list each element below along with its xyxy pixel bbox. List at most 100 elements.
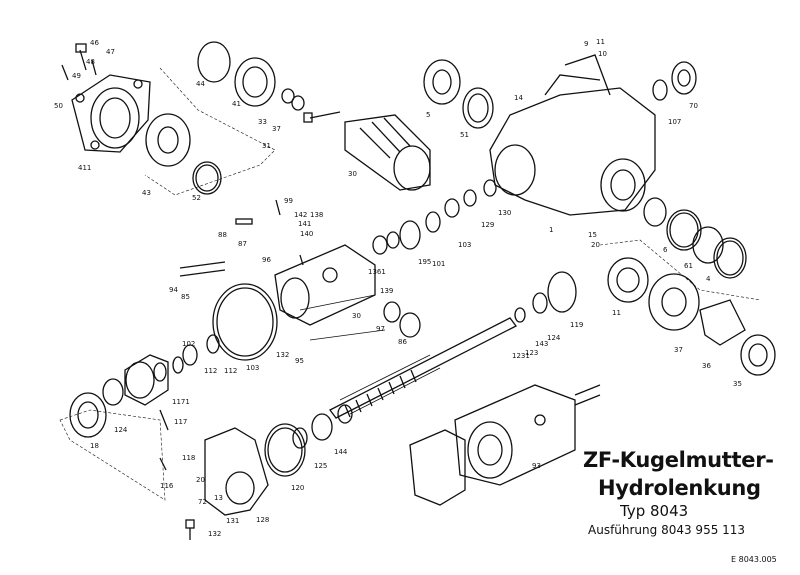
part-lower-rings [264, 404, 353, 477]
part-label: 43 [142, 189, 151, 197]
part-label: 33 [258, 118, 267, 126]
part-label: 41 [232, 100, 241, 108]
part-label: 37 [674, 346, 683, 354]
part-label: 138 [310, 211, 323, 219]
part-label: 195 [418, 258, 431, 266]
part-label: 44 [196, 80, 205, 88]
part-label: 11 [596, 38, 605, 46]
part-label: 1231 [512, 352, 530, 360]
part-label: 46 [90, 39, 99, 47]
part-label: 10 [598, 50, 607, 58]
part-label: 52 [192, 194, 201, 202]
part-piston [179, 199, 376, 326]
part-valve-cover [159, 409, 269, 540]
part-label: 14 [514, 94, 523, 102]
part-label: 140 [300, 230, 313, 238]
part-label: 118 [182, 454, 195, 462]
part-label: 112 [204, 367, 217, 375]
part-worm-shaft [299, 294, 517, 419]
part-label: 49 [72, 72, 81, 80]
part-label: 35 [733, 380, 742, 388]
drawing-variant: Ausführung 8043 955 113 [588, 523, 746, 537]
part-label: 51 [460, 131, 469, 139]
part-label: 96 [262, 256, 271, 264]
part-end-cover [69, 354, 184, 438]
part-label: 9 [584, 40, 588, 48]
part-label: 50 [54, 102, 63, 110]
part-label: 87 [238, 240, 247, 248]
part-label: 131 [226, 517, 239, 525]
part-rings-right [514, 197, 776, 376]
part-label: 117 [174, 418, 187, 426]
part-label: 132 [208, 530, 221, 538]
part-label: 85 [181, 293, 190, 301]
part-label: 101 [432, 260, 445, 268]
part-pinion-valve [303, 111, 431, 191]
part-seal-rings-mid [182, 179, 497, 366]
part-label: 61 [684, 262, 693, 270]
part-label: 20 [196, 476, 205, 484]
drawing-title-line1: ZF-Kugelmutter- [583, 448, 774, 472]
part-steering-housing [489, 54, 697, 216]
drawing-type: Typ 8043 [620, 502, 689, 520]
part-label: 411 [78, 164, 91, 172]
part-number-labels: 46 47 48 49 50 411 43 52 44 41 33 37 31 … [54, 38, 742, 538]
part-label: 116 [160, 482, 174, 490]
part-label: 30 [352, 312, 361, 320]
part-label: 5 [426, 111, 430, 119]
part-label: 37 [272, 125, 281, 133]
part-label: 125 [314, 462, 327, 470]
part-label: 123 [525, 349, 538, 357]
part-label: 124 [114, 426, 128, 434]
part-label: 141 [298, 220, 311, 228]
part-label: 139 [380, 287, 393, 295]
part-label: 36 [702, 362, 711, 370]
part-bearing-upper [423, 59, 494, 129]
part-label: 6 [663, 246, 668, 254]
part-label: 112 [224, 367, 237, 375]
part-label: 102 [182, 340, 195, 348]
part-label: 143 [535, 340, 548, 348]
part-flange-housing [61, 43, 151, 153]
part-label: 88 [218, 231, 227, 239]
part-label: 124 [547, 334, 561, 342]
part-label: 31 [262, 142, 271, 150]
part-label: 95 [295, 357, 304, 365]
part-label: 130 [498, 209, 511, 217]
part-label: 1 [549, 226, 553, 234]
part-label: 15 [588, 231, 597, 239]
part-label: 120 [291, 484, 304, 492]
part-label: 97 [376, 325, 385, 333]
part-label: 144 [334, 448, 348, 456]
part-label: 1171 [172, 398, 190, 406]
part-label: 48 [86, 58, 95, 66]
part-label: 11 [612, 309, 621, 317]
part-label: 129 [481, 221, 494, 229]
drawing-code: E 8043.005 [731, 555, 777, 564]
part-label: 119 [570, 321, 583, 329]
part-label: 132 [276, 351, 289, 359]
part-label: 94 [169, 286, 178, 294]
part-label: 13 [214, 494, 223, 502]
part-label: 103 [246, 364, 259, 372]
part-label: 107 [668, 118, 681, 126]
part-label: 99 [284, 197, 293, 205]
part-label: 20 [591, 241, 600, 249]
part-assembled-unit [409, 384, 601, 506]
part-label: 70 [689, 102, 698, 110]
part-label: 18 [90, 442, 99, 450]
part-label: 93 [532, 462, 541, 470]
part-label: 1361 [368, 268, 386, 276]
part-label: 86 [398, 338, 407, 346]
part-label: 72 [198, 498, 207, 506]
part-label: 128 [256, 516, 269, 524]
drawing-title-line2: Hydrolenkung [598, 476, 761, 500]
part-label: 103 [458, 241, 471, 249]
part-label: 142 [294, 211, 307, 219]
part-label: 47 [106, 48, 115, 56]
part-label: 4 [706, 275, 711, 283]
part-label: 30 [348, 170, 357, 178]
part-seal-rings-left [145, 41, 305, 195]
